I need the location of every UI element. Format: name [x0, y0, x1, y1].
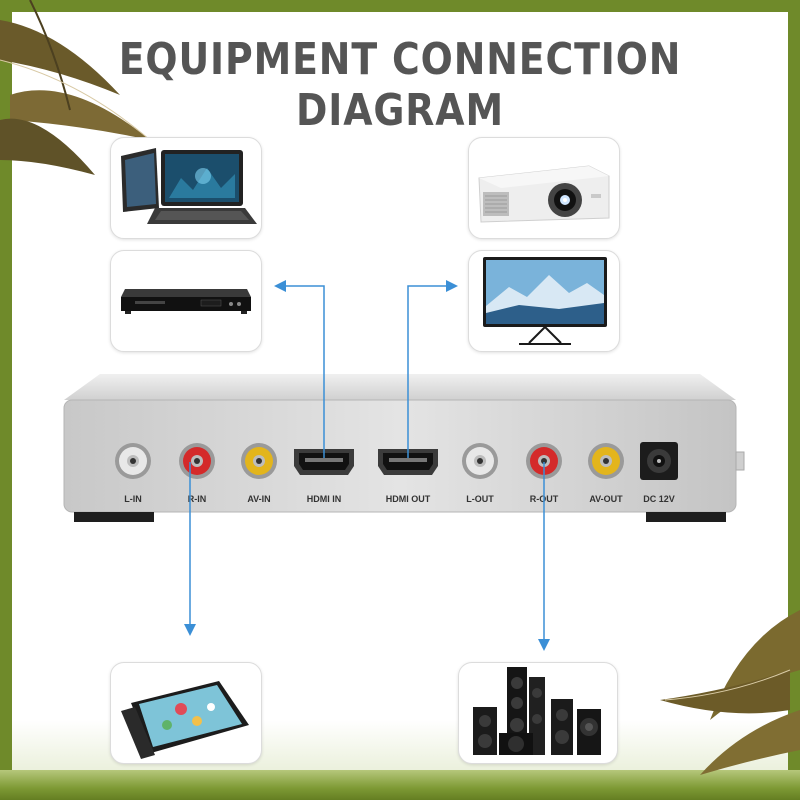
port-av-in[interactable] — [241, 443, 277, 479]
port-r-out[interactable] — [526, 443, 562, 479]
port-l-out[interactable] — [462, 443, 498, 479]
monitor-icon — [483, 257, 607, 345]
tablet-card — [110, 662, 262, 764]
tablet-icon — [121, 681, 249, 759]
leaf-decoration-icon — [660, 610, 800, 775]
port-hdmi-in[interactable] — [294, 449, 354, 475]
monitor-card — [468, 250, 620, 352]
port-label-r-out: R-OUT — [529, 494, 559, 504]
projector-card — [468, 137, 620, 239]
laptop-card — [110, 137, 262, 239]
speaker-system-icon — [473, 667, 601, 755]
leaf-decoration-icon — [0, 0, 151, 175]
frame-right-border — [788, 0, 800, 800]
port-label-av-out: AV-OUT — [589, 494, 623, 504]
port-label-hdmi-out: HDMI OUT — [385, 494, 431, 504]
dvd-player-card — [110, 250, 262, 352]
laptop-icon — [121, 148, 257, 224]
speaker-system-card — [458, 662, 618, 764]
projector-icon — [478, 165, 610, 223]
port-dc-12v[interactable] — [640, 442, 678, 480]
port-label-r-in: R-IN — [187, 494, 207, 504]
port-r-in[interactable] — [179, 443, 215, 479]
port-label-dc-12v: DC 12V — [643, 494, 675, 504]
dvd-player-icon — [121, 289, 251, 314]
port-label-av-in: AV-IN — [247, 494, 271, 504]
page-title: EQUIPMENT CONNECTION DIAGRAM — [118, 34, 682, 136]
frame-bottom-border — [0, 770, 800, 800]
port-label-hdmi-in: HDMI IN — [306, 494, 342, 504]
frame-left-border — [0, 0, 12, 800]
port-hdmi-out[interactable] — [378, 449, 438, 475]
port-label-l-out: L-OUT — [466, 494, 494, 504]
port-label-l-in: L-IN — [124, 494, 142, 504]
port-av-out[interactable] — [588, 443, 624, 479]
frame-top-border — [0, 0, 800, 12]
port-l-in[interactable] — [115, 443, 151, 479]
